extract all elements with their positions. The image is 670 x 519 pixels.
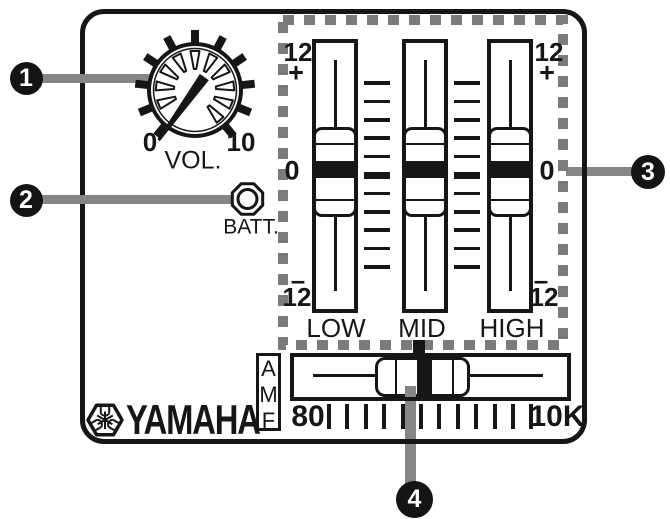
callout-2-battery: 2 xyxy=(9,183,43,217)
volume-max-label: 10 xyxy=(226,127,256,157)
eq-right-minus-label: – xyxy=(533,265,549,295)
panel-border-overlap-bottom xyxy=(405,439,416,444)
volume-knob[interactable] xyxy=(134,30,256,142)
amf-slider-knob[interactable] xyxy=(375,357,470,397)
eq-tick-column-2 xyxy=(454,136,480,140)
amf-scale-tick xyxy=(382,404,387,429)
amf-letter-f: F xyxy=(261,408,276,433)
eq-tick-column-1 xyxy=(364,210,390,214)
eq-tick-column-1 xyxy=(364,265,390,269)
eq-right-max-label: 12 xyxy=(534,37,564,67)
callout-4-amf: 4 xyxy=(396,481,433,518)
eq-tick-column-2 xyxy=(454,81,480,85)
eq-tick-column-1 xyxy=(364,99,390,104)
eq-left-plus-label: + xyxy=(288,57,304,88)
callout-line-equalizer xyxy=(566,167,636,176)
eq-right-min-label: 12 xyxy=(529,282,559,312)
eq-tick-column-2 xyxy=(454,265,480,269)
eq-tick-column-1 xyxy=(364,136,390,140)
yamaha-logo-icon xyxy=(86,403,124,437)
panel-border-overlap xyxy=(582,167,587,176)
eq-right-plus-label: + xyxy=(539,57,555,88)
amf-label-box: A M F xyxy=(256,353,281,433)
callout-3-equalizer: 3 xyxy=(631,155,665,189)
eq-left-max-label: 12 xyxy=(283,37,313,67)
knob-pointer xyxy=(157,73,209,142)
amf-scale-tick xyxy=(511,404,515,429)
callout-2-number: 2 xyxy=(19,185,33,214)
eq-tick-column-1 xyxy=(364,191,390,196)
amf-scale-tick xyxy=(474,404,479,429)
high-slider-knob[interactable] xyxy=(488,127,532,217)
amf-letter-a: A xyxy=(261,356,276,381)
callout-1-volume: 1 xyxy=(9,61,43,95)
eq-left-minus-label: – xyxy=(290,265,306,295)
callout-line-battery xyxy=(26,195,248,204)
callout-line-amf xyxy=(405,386,416,484)
callout-line-volume xyxy=(26,74,154,83)
battery-label: BATT. xyxy=(223,215,279,239)
callout-3-number: 3 xyxy=(641,157,655,186)
amf-scale-max-label: 10K xyxy=(529,400,585,433)
eq-tick-column-1 xyxy=(364,154,390,159)
eq-tick-column-2 xyxy=(454,228,480,232)
eq-left-min-label: 12 xyxy=(282,282,312,312)
low-slider-knob[interactable] xyxy=(313,127,357,217)
volume-min-label: 0 xyxy=(142,127,158,157)
amf-center-detent xyxy=(413,340,425,353)
amf-scale-tick xyxy=(492,404,497,429)
knob-outer-ticks xyxy=(134,30,256,139)
amf-box-border-overlap xyxy=(405,397,416,401)
battery-led xyxy=(230,182,265,216)
eq-tick-column-2 xyxy=(454,171,480,179)
amf-scale-tick xyxy=(400,404,405,429)
eq-right-zero-label: 0 xyxy=(539,155,555,186)
amf-scale-tick xyxy=(345,404,350,429)
amf-scale-tick xyxy=(455,404,460,429)
eq-tick-column-1 xyxy=(364,246,390,251)
high-band-label: HIGH xyxy=(479,313,545,343)
eq-tick-column-1 xyxy=(364,171,390,179)
knob-dial-marks xyxy=(154,50,236,124)
battery-led-lens xyxy=(236,188,259,210)
low-band-label: LOW xyxy=(306,313,366,343)
eq-tick-column-2 xyxy=(454,210,480,214)
amf-letter-m: M xyxy=(259,382,278,407)
mid-slider-knob[interactable] xyxy=(403,127,447,217)
eq-tick-column-2 xyxy=(454,99,480,104)
callout-1-number: 1 xyxy=(19,63,33,92)
mid-band-label: MID xyxy=(398,313,446,343)
eq-tick-column-1 xyxy=(364,118,390,122)
eq-tick-column-2 xyxy=(454,118,480,122)
eq-tick-column-2 xyxy=(454,191,480,196)
eq-tick-column-2 xyxy=(454,154,480,159)
eq-tick-column-2 xyxy=(454,246,480,251)
eq-tick-column-1 xyxy=(364,81,390,85)
amf-scale-tick xyxy=(437,404,442,429)
amf-scale-tick xyxy=(529,404,534,429)
eq-left-zero-label: 0 xyxy=(284,155,300,186)
volume-label: VOL. xyxy=(164,146,222,175)
callout-4-number: 4 xyxy=(407,485,422,513)
eq-tick-column-1 xyxy=(364,228,390,232)
amf-scale-tick xyxy=(363,404,368,429)
amf-scale-min-label: 80 xyxy=(291,400,325,433)
knob-inner-ring xyxy=(152,47,238,133)
brand-wordmark: YAMAHA xyxy=(126,396,261,443)
amf-scale-tick xyxy=(327,404,331,429)
amf-scale-tick xyxy=(419,404,423,429)
